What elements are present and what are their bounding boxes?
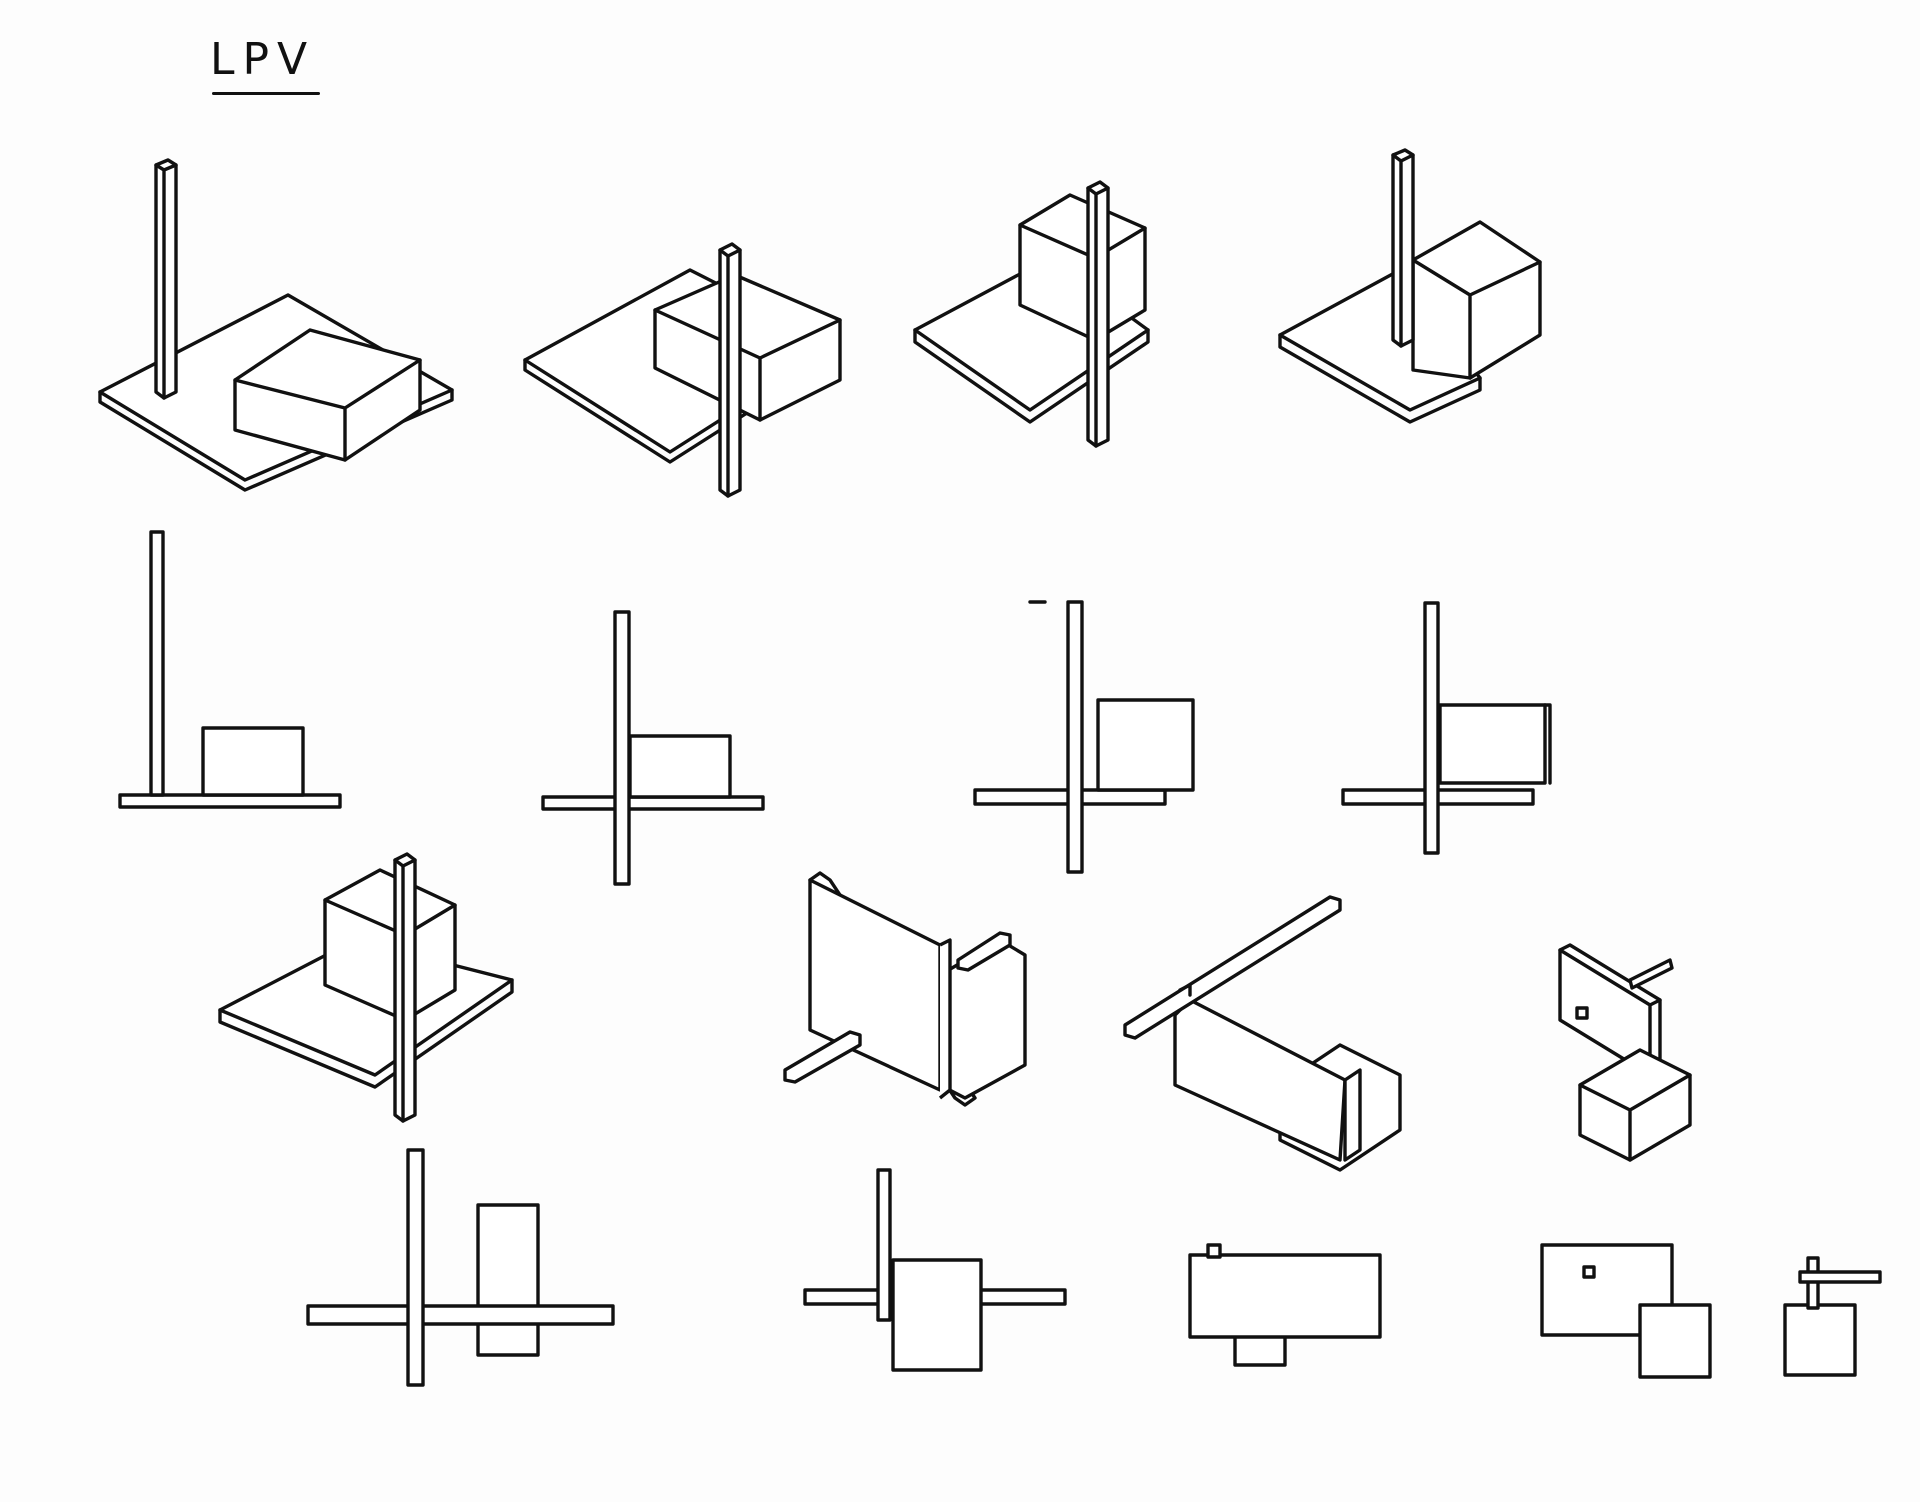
isometric-sketch-2 — [523, 242, 842, 498]
exploded-elevation-sketch-2 — [803, 1168, 1067, 1372]
exploded-isometric-sketch-3 — [1123, 895, 1402, 1172]
exploded-isometric-sketch-2 — [783, 871, 1027, 1107]
elevation-sketch-1 — [118, 530, 342, 809]
title-underline — [212, 92, 320, 95]
exploded-elevation-sketch-5 — [1783, 1256, 1882, 1377]
isometric-sketch-1 — [98, 158, 454, 492]
isometric-sketch-3 — [913, 180, 1150, 448]
exploded-isometric-sketch-1 — [218, 852, 514, 1123]
elevation-sketch-2 — [541, 610, 765, 886]
elevation-sketch-3 — [973, 600, 1195, 874]
sheet-title: LPV — [210, 34, 316, 85]
exploded-elevation-sketch-4 — [1540, 1243, 1712, 1379]
exploded-elevation-sketch-1 — [306, 1148, 615, 1387]
isometric-sketch-4 — [1278, 148, 1542, 424]
exploded-elevation-sketch-3 — [1188, 1243, 1382, 1367]
elevation-sketch-4 — [1341, 601, 1552, 855]
exploded-isometric-sketch-4 — [1558, 943, 1692, 1162]
